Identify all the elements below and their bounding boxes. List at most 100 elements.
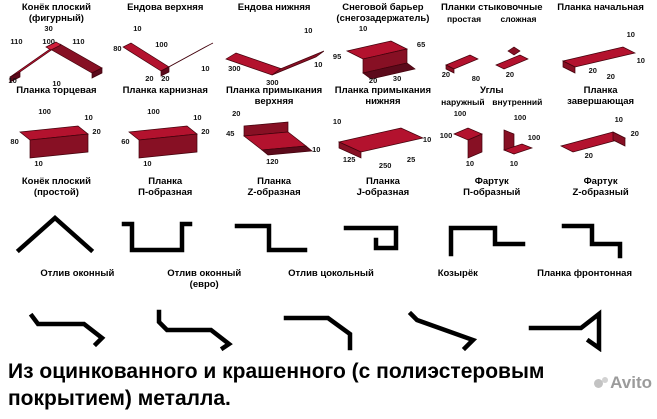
avito-logo-icon [594,378,604,388]
dimension-label: 25 [406,155,416,164]
dimension-label: 100 [513,113,527,122]
variant-label-slozhnaya: сложная [500,13,537,24]
profile-title: Планки стыковочные [440,2,543,13]
dimension-label: 65 [416,40,426,49]
planka-karniznaya-drawing [128,125,199,159]
profile-card-otliv-tsokolny: Отлив цокольный [268,268,395,352]
dimension-label: 20 [606,72,615,81]
dimension-label: 60 [121,137,130,146]
profile-subtitle: Z-образный [572,186,629,198]
dimension-label: 20 [505,70,515,79]
profile-title: Планка карнизная [122,85,208,96]
dimension-label: 10 [52,79,61,88]
endova-nizhnyaya-drawing [225,50,325,76]
profile-card-snegovoy-barier: Снеговой барьер(снегозадержатель) 10 65 … [329,2,438,87]
profile-title: Козырёк [437,268,478,279]
fartuk-p-obrazny-drawing [448,225,525,257]
dimension-label: 20 [145,74,154,83]
dimension-label: 100 [155,40,168,49]
profile-title: Снеговой барьер [342,2,424,13]
dimension-label: 95 [332,52,342,61]
konek-prostoy-drawing [16,214,95,254]
profile-title: Конёк плоский [21,2,91,13]
footer-caption: Из оцинкованного и крашенного (с полиэст… [8,358,654,412]
profile-card-planka-frontonnaya: Планка фронтонная [521,268,648,352]
otliv-okonny-drawing [29,312,106,348]
profile-subtitle: (снегозадержатель) [336,12,430,24]
profile-card-planka-tortsevaya: Планка торцевая 100 10 20 80 10 [2,85,111,170]
profile-card-endova-nizhnyaya: Ендова нижняя 10 300 300 10 [220,2,329,87]
otliv-tsokolny-drawing [283,315,353,351]
profile-subtitle: нижняя [365,95,401,107]
dimension-label: 10 [626,30,635,39]
planki-stykovochnye-drawing [444,46,529,74]
dimension-label: 80 [113,44,122,53]
profile-title: Планка [365,176,400,187]
profile-subtitle: (простой) [33,186,79,198]
profile-card-planka-nachalnaya: Планка начальная 10 20 20 10 [546,2,655,87]
profile-subtitle: завершающая [567,95,635,107]
profile-title: Планка начальная [557,2,644,13]
profile-card-otliv-okonny-evro: Отлив оконный(евро) [141,268,268,352]
dimension-label: 110 [72,37,85,46]
ugly-drawing [452,127,533,159]
profile-subtitle: П-образная [138,186,193,198]
profile-card-konek-figurny: Конёк плоский(фигурный) 30 110 100 110 1… [2,2,111,88]
red-profiles-row-2: Планка торцевая 100 10 20 80 10 Планка к… [2,85,655,170]
profile-title: Отлив оконный [40,268,115,279]
dimension-label: 100 [453,109,467,118]
planka-zavershayushchaya-drawing [559,131,626,153]
profile-title: Отлив оконный [167,268,242,279]
planka-p-obraznaya-drawing [121,221,193,253]
dimension-label: 10 [614,115,623,124]
black-profiles-row-2: Отлив оконный Отлив оконный(евро) Отлив … [14,268,648,352]
dimension-label: 100 [42,37,55,46]
dimension-label: 30 [392,74,402,83]
footer-caption-line2: покрытием) металла. [8,387,231,410]
dimension-label: 10 [422,135,432,144]
dimension-label: 10 [34,159,43,168]
dimension-label: 300 [228,64,241,73]
profile-subtitle: (фигурный) [28,12,84,24]
dimension-label: 10 [143,159,152,168]
profile-card-endova-verkhnyaya: Ендова верхняя 10 80 100 20 20 10 [111,2,220,87]
profile-title: Фартук [474,176,509,187]
profile-title: Ендова верхняя [127,2,204,13]
dimension-label: 10 [304,26,313,35]
dimension-label: 10 [84,113,93,122]
variant-label-vnutrenny: внутренний [492,96,543,107]
variant-label-prostaya: простая [447,13,482,24]
variant-label-naruzhny: наружный [441,96,485,107]
dimension-label: 250 [378,161,392,170]
dimension-label: 10 [636,56,645,65]
avito-watermark: Avito [594,373,652,393]
dimension-label: 100 [439,131,453,140]
dimension-label: 20 [584,151,593,160]
dimension-label: 110 [10,37,23,46]
profile-title: Планка фронтонная [537,268,633,279]
profile-card-kozyrek: Козырёк [394,268,521,352]
profile-title: Планка торцевая [16,85,97,96]
dimension-label: 10 [314,60,323,69]
dimension-label: 20 [441,70,451,79]
planka-j-obraznaya-drawing [343,225,399,251]
endova-verkhnyaya-drawing [122,42,214,77]
profile-title: Ендова нижняя [237,2,311,13]
dimension-label: 20 [588,66,597,75]
planka-frontonnaya-drawing [528,309,601,352]
profile-title: Отлив цокольный [288,268,374,279]
kozyrek-drawing [407,310,477,352]
konek-figurny-drawing [10,41,104,83]
profile-subtitle: П-образный [463,186,521,198]
dimension-label: 10 [332,117,342,126]
otliv-okonny-evro-drawing [156,309,234,352]
